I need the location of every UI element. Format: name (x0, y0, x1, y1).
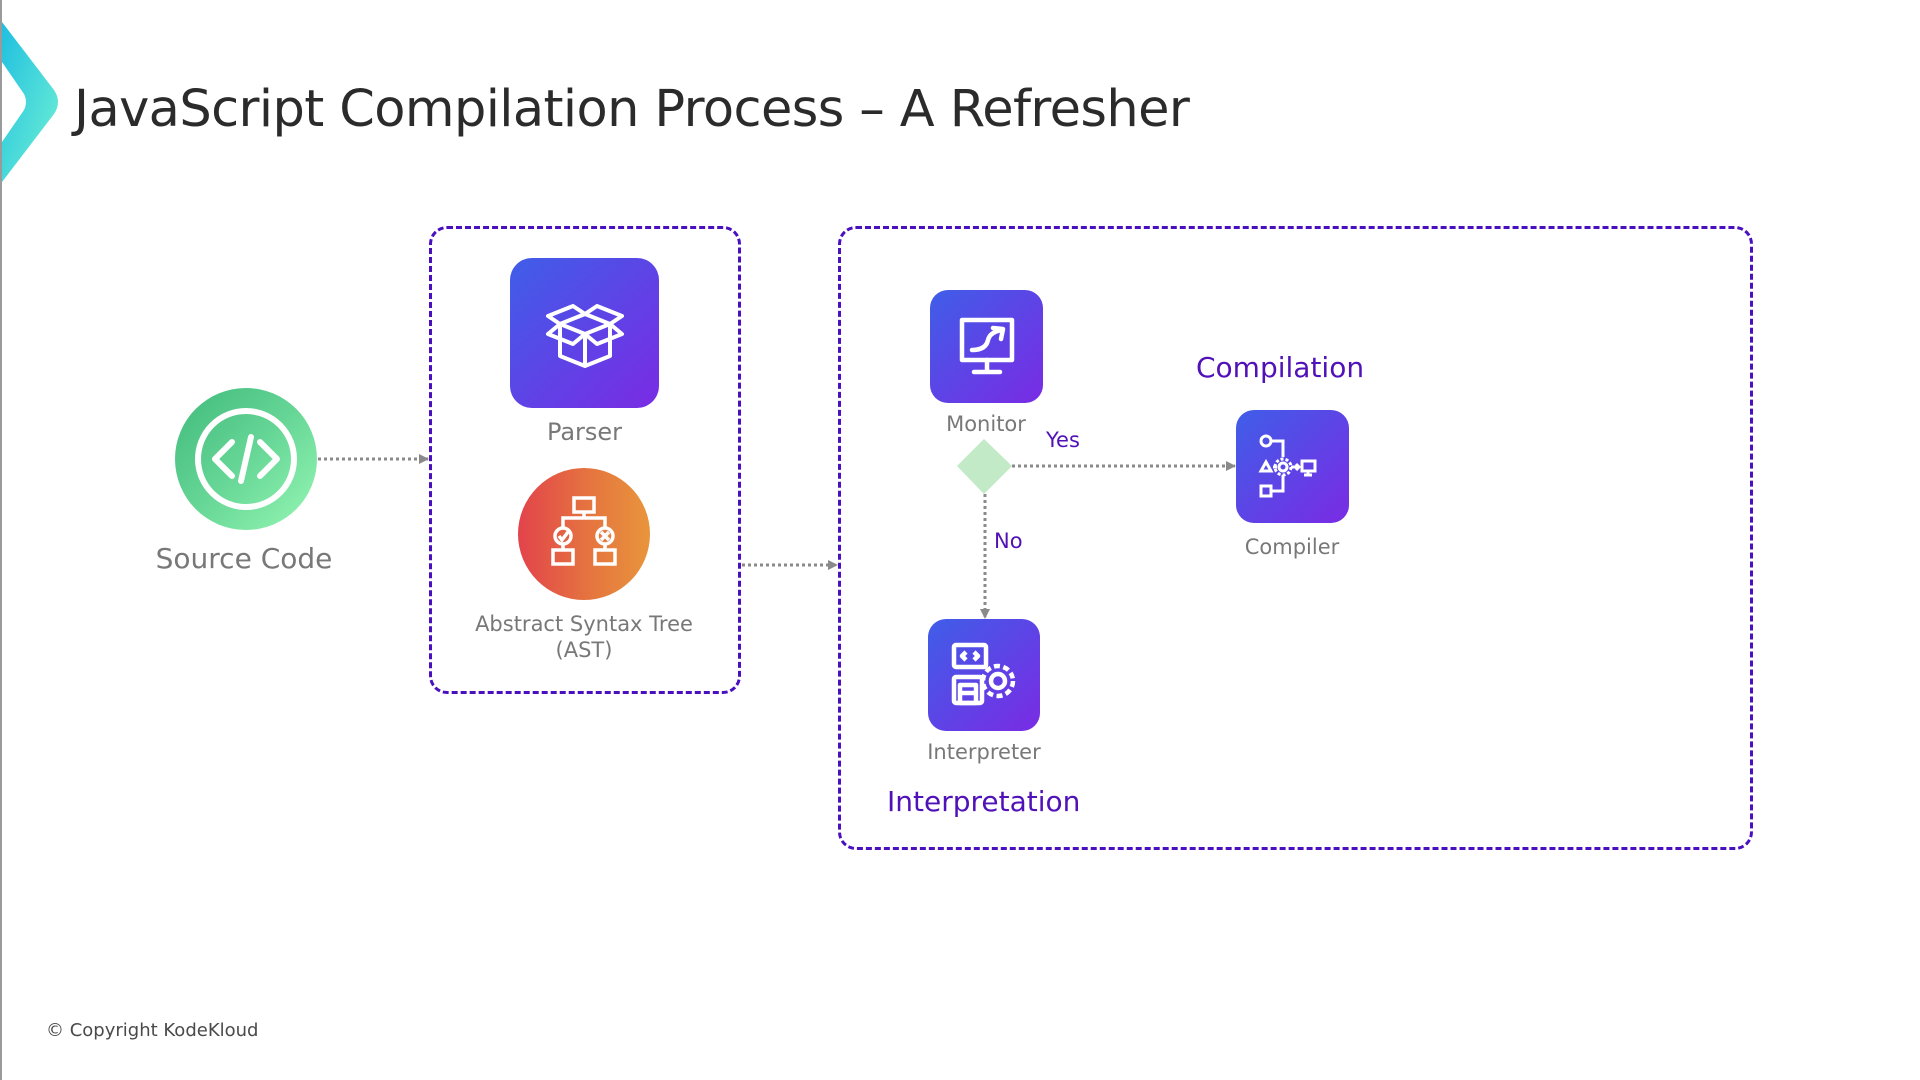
copyright-footer: © Copyright KodeKloud (46, 1020, 259, 1041)
code-gear-icon (951, 642, 1016, 706)
source-code-node (175, 388, 317, 530)
open-box-icon (545, 304, 624, 368)
compilation-heading: Compilation (1196, 351, 1365, 384)
pipeline-gear-icon (1257, 434, 1316, 497)
no-edge-label: No (994, 529, 1023, 553)
interpreter-label: Interpreter (927, 740, 1041, 764)
interpreter-node (928, 619, 1040, 731)
monitor-trend-icon (959, 317, 1014, 374)
slide-title: JavaScript Compilation Process – A Refre… (74, 80, 1190, 139)
parser-label: Parser (546, 418, 623, 446)
parser-node (510, 258, 659, 408)
code-brackets-icon (195, 408, 297, 510)
kodekloud-logo-icon (2, 22, 58, 182)
compiler-label: Compiler (1244, 535, 1340, 559)
source-code-label: Source Code (155, 542, 333, 575)
yes-edge-label: Yes (1046, 428, 1080, 452)
decision-diamond (957, 439, 1012, 494)
monitor-label: Monitor (946, 412, 1026, 436)
ast-node (518, 468, 650, 600)
execution-engine-group (838, 226, 1753, 850)
compiler-node (1236, 410, 1349, 523)
parsing-group (429, 226, 741, 694)
monitor-node (930, 290, 1043, 403)
ast-label: Abstract Syntax Tree (AST) (475, 612, 693, 662)
interpretation-heading: Interpretation (887, 785, 1081, 818)
decision-tree-icon (551, 496, 617, 566)
